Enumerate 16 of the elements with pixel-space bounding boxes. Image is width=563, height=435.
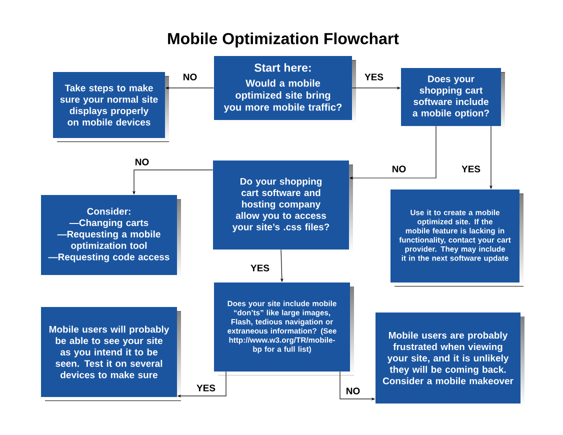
process-box: Does your shopping cart software include a mobile option? [401,68,505,130]
process-box: Mobile users will probably be able to see your site as you intend it to be seen. Test it on several devices to make sure [41,306,181,401]
title: Mobile Optimization Flowchart [168,32,399,48]
edge-label: YES [460,164,482,174]
edge-label: NO [134,158,150,166]
edge-label: YES [250,264,270,272]
edge-label: YES [196,384,216,392]
edge-label: YES [364,72,384,82]
edge-label: NO [344,386,362,396]
process-box: Take steps to make sure your normal site displays properly on mobile devices [53,72,169,142]
edge-label: NO [390,164,408,174]
edge-label: NO [182,72,198,82]
process-box: Do your shopping cart software and hosting company allow you to access your site’s .css files? [213,160,353,254]
process-box: Consider: —Changing carts —Requesting a mobile optimization tool —Requesting code access [41,194,181,279]
process-box: Mobile users are probably frustrated when viewing your site, and it is unlikely they will be coming back. Consider a mobile makeover [376,312,524,408]
process-box: Start here: Would a mobile optimized site bring you more mobile traffic? [214,56,356,124]
